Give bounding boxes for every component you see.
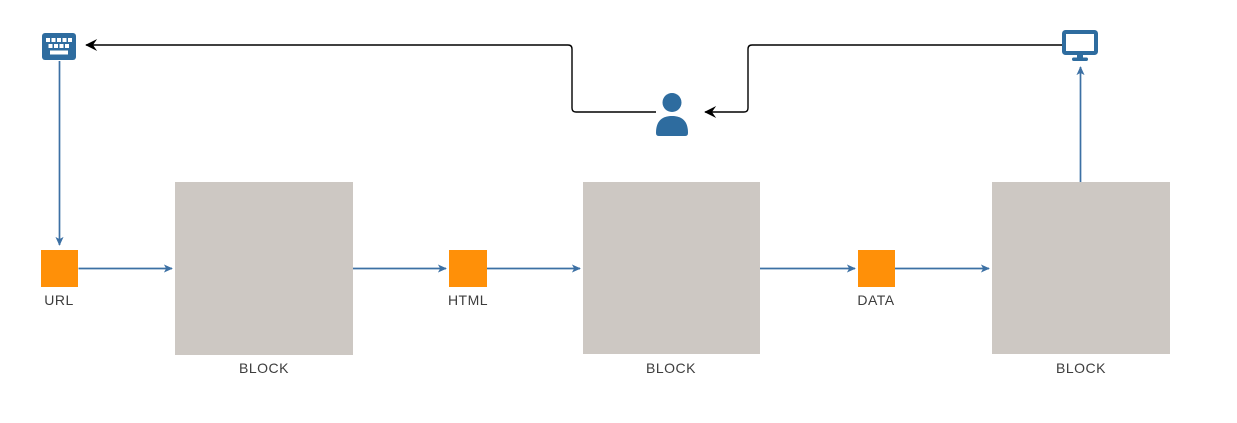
keyboard-icon[interactable] <box>42 33 76 60</box>
block-1-label: BLOCK <box>239 360 289 376</box>
person-icon[interactable] <box>654 92 690 136</box>
monitor-icon[interactable] <box>1062 30 1098 63</box>
block-2[interactable] <box>583 182 760 354</box>
chip-data[interactable] <box>858 250 895 287</box>
chip-html[interactable] <box>449 250 487 287</box>
feedback-wire-person-to-keyboard[interactable] <box>85 39 656 113</box>
block-2-label: BLOCK <box>646 360 696 376</box>
block-3[interactable] <box>992 182 1170 354</box>
feedback-wire-monitor-to-person[interactable] <box>704 44 1062 118</box>
chip-html-label: HTML <box>447 292 489 308</box>
chip-url[interactable] <box>41 250 78 287</box>
chip-data-label: DATA <box>857 292 895 308</box>
block-3-label: BLOCK <box>1056 360 1106 376</box>
chip-url-label: URL <box>44 292 74 308</box>
block-1[interactable] <box>175 182 353 355</box>
